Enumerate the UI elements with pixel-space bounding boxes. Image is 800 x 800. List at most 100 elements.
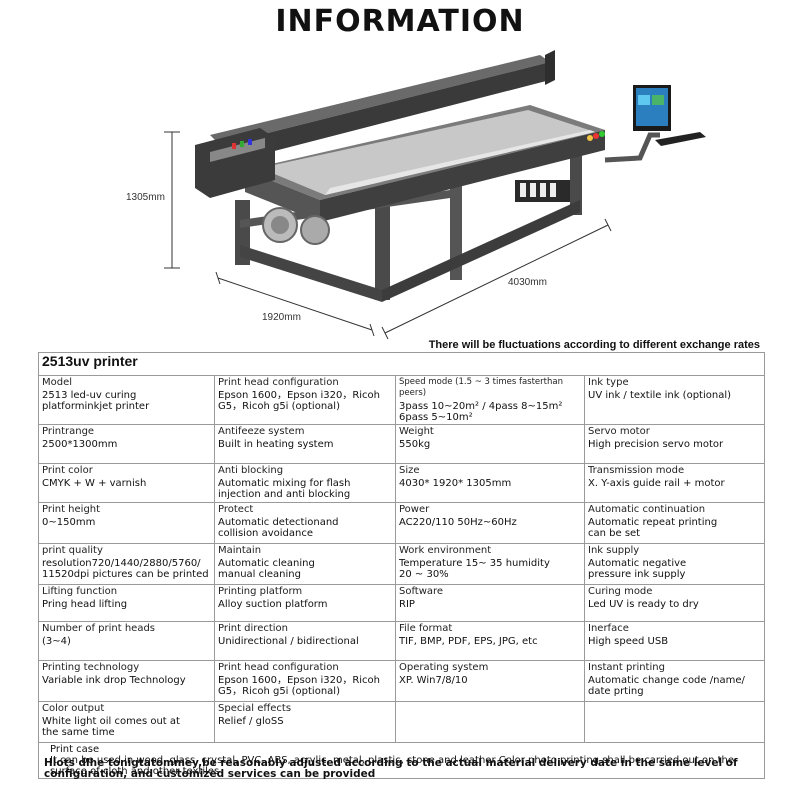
spec-value: (3~4) xyxy=(42,636,71,647)
spec-label: Print head configuration xyxy=(218,662,339,673)
spec-value: Unidirectional / bidirectional xyxy=(218,636,359,647)
print-case-value: It can be used in wood, glass, crystal, … xyxy=(50,755,735,777)
spec-value: AC220/110 50Hz~60Hz xyxy=(399,517,517,528)
spec-value: High precision servo motor xyxy=(588,439,724,450)
spec-cell xyxy=(583,701,766,743)
spec-value: Automatic repeat printing can be set xyxy=(588,517,718,539)
spec-cell xyxy=(395,701,585,743)
spec-label: Automatic continuation xyxy=(588,504,706,515)
spec-value: 4030* 1920* 1305mm xyxy=(399,478,512,489)
spec-row: print quality resolution720/1440/2880/576… xyxy=(38,543,766,585)
spec-value: resolution720/1440/2880/5760/ 11520dpi p… xyxy=(42,558,209,580)
spec-label: Print direction xyxy=(218,623,289,634)
spec-value: Automatic cleaning manual cleaning xyxy=(218,558,315,580)
spec-value: White light oil comes out at the same ti… xyxy=(42,716,180,738)
spec-value: 550kg xyxy=(399,439,431,450)
spec-label: Antifeeze system xyxy=(218,426,305,437)
spec-value: CMYK + W + varnish xyxy=(42,478,147,489)
spec-cell: Size 4030* 1920* 1305mm xyxy=(395,463,585,503)
spec-value: 0~150mm xyxy=(42,517,96,528)
spec-cell: Speed mode (1.5 ~ 3 times fasterthan pee… xyxy=(395,375,585,425)
spec-label: Printing platform xyxy=(218,586,303,597)
footer-note: Hlots dlhe tonigtatommey,be reasonably a… xyxy=(44,757,738,780)
spec-value: Led UV is ready to dry xyxy=(588,599,699,610)
spec-value: Variable ink drop Technology xyxy=(42,675,186,686)
print-case-label: Print case xyxy=(50,744,100,755)
spec-label: Lifting function xyxy=(42,586,118,597)
spec-value: 3pass 10~20m² / 4pass 8~15m² 6pass 5~10m… xyxy=(399,401,563,423)
spec-cell: Number of print heads (3~4) xyxy=(38,621,215,661)
spec-value: 2500*1300mm xyxy=(42,439,118,450)
printer-illustration: 1305mm 1920mm 4030mm xyxy=(126,40,790,340)
spec-label: Software xyxy=(399,586,444,597)
spec-value: RIP xyxy=(399,599,415,610)
spec-value: Automatic mixing for flash injection and… xyxy=(218,478,351,500)
spec-value: Automatic change code /name/ date prting xyxy=(588,675,745,697)
spec-label: Model xyxy=(42,377,73,388)
spec-row: Number of print heads (3~4) Print directio… xyxy=(38,621,766,661)
spec-label: Printing technology xyxy=(42,662,140,673)
spec-label: Speed mode (1.5 ~ 3 times fasterthan pee… xyxy=(399,377,563,398)
spec-value: TIF, BMP, PDF, EPS, JPG, etc xyxy=(399,636,538,647)
spec-value: Temperature 15~ 35 humidity 20 ~ 30% xyxy=(399,558,550,580)
height-dimension: 1305mm xyxy=(126,192,165,203)
spec-value: Epson 1600，Epson i320，Ricoh G5，Ricoh g5i… xyxy=(218,675,381,697)
spec-value: X. Y-axis guide rail + motor xyxy=(588,478,725,489)
spec-label: Weight xyxy=(399,426,434,437)
spec-cell: print quality resolution720/1440/2880/576… xyxy=(38,543,215,585)
spec-label: Size xyxy=(399,465,420,476)
spec-label: Number of print heads xyxy=(42,623,156,634)
spec-label: Anti blocking xyxy=(218,465,284,476)
spec-label: Power xyxy=(399,504,430,515)
spec-cell: Weight 550kg xyxy=(395,424,585,464)
spec-label: Protect xyxy=(218,504,254,515)
spec-value: Built in heating system xyxy=(218,439,334,450)
spec-label: Work environment xyxy=(399,545,492,556)
spec-label: Color output xyxy=(42,703,105,714)
page-title: INFORMATION xyxy=(275,4,525,39)
spec-value: Pring head lifting xyxy=(42,599,128,610)
spec-label: Maintain xyxy=(218,545,262,556)
spec-value: Epson 1600，Epson i320，Ricoh G5，Ricoh g5i… xyxy=(218,390,381,412)
spec-label: Print color xyxy=(42,465,93,476)
spec-label: Servo motor xyxy=(588,426,650,437)
spec-label: Print head configuration xyxy=(218,377,339,388)
spec-label: Special effects xyxy=(218,703,292,714)
spec-label: print quality xyxy=(42,545,103,556)
spec-label: Ink supply xyxy=(588,545,640,556)
